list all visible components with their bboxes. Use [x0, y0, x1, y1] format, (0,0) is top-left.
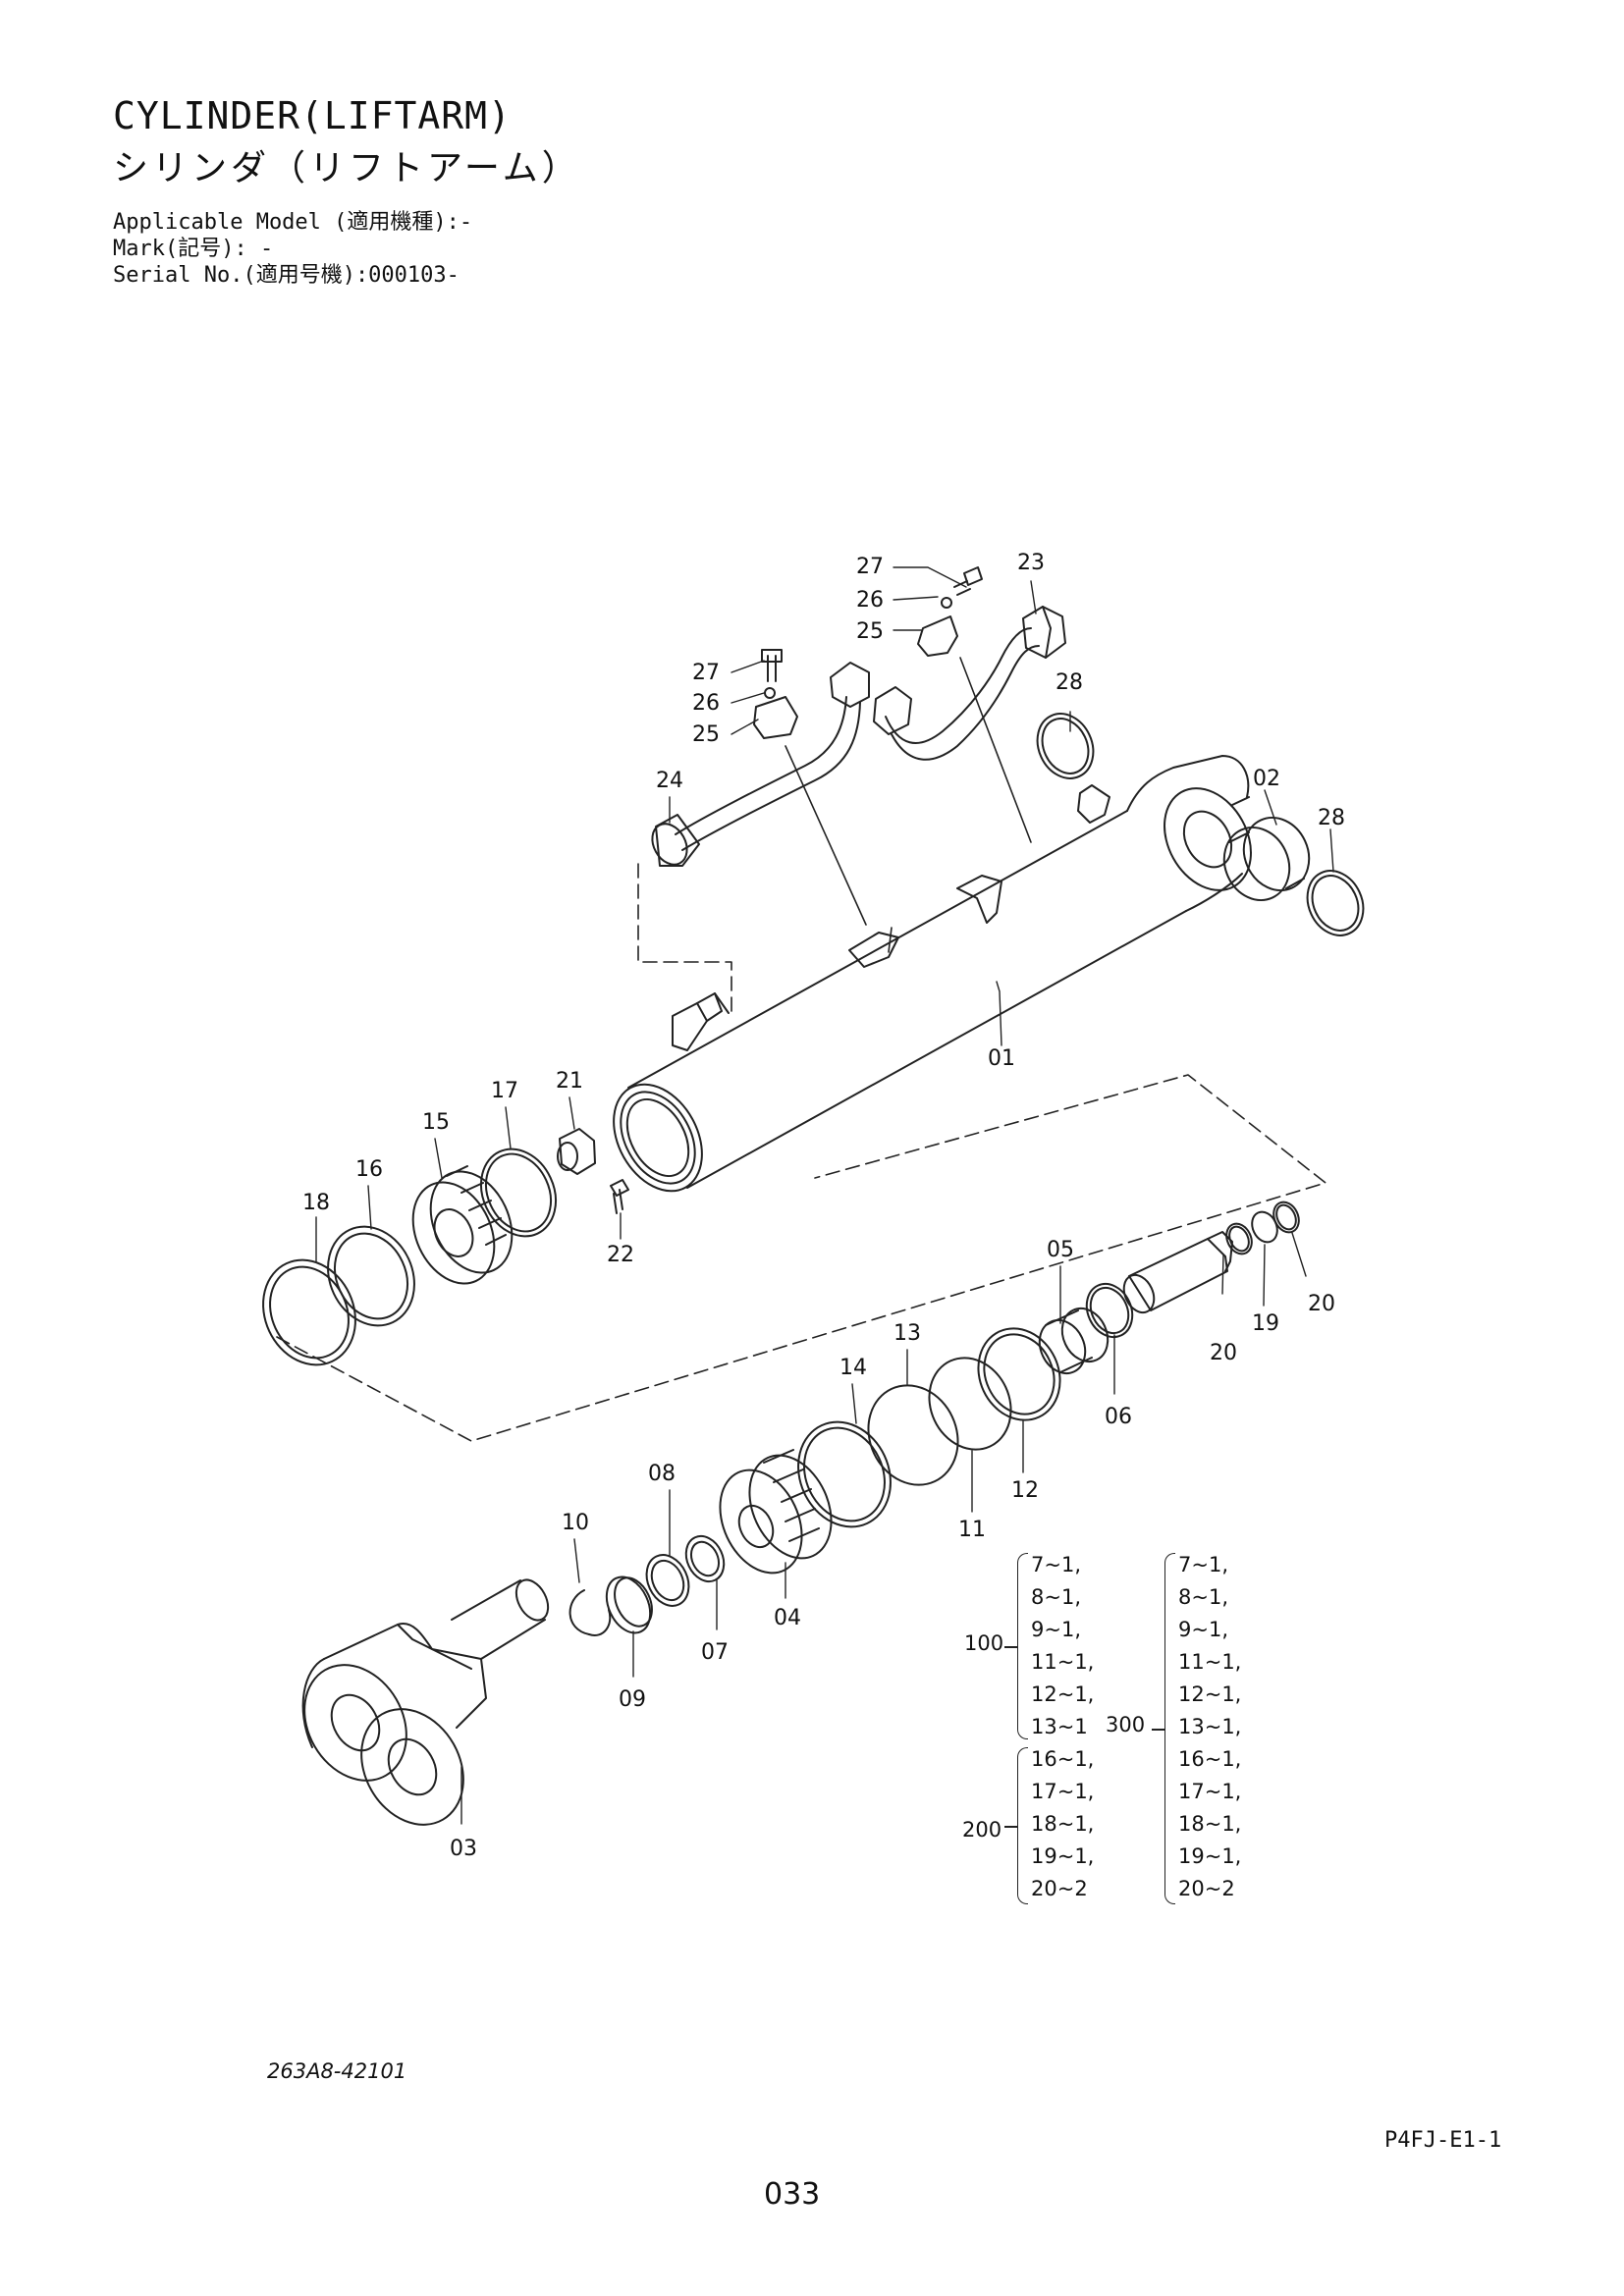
kit-200-brace	[1004, 1747, 1028, 1904]
callout-07: 07	[701, 1640, 729, 1665]
callout-03: 03	[450, 1837, 477, 1861]
kit-300-item: 7~1,	[1178, 1553, 1228, 1576]
serial-number: Serial No.(適用号機):000103-	[113, 263, 460, 288]
title-english: CYLINDER(LIFTARM)	[113, 94, 512, 137]
callout-11: 11	[958, 1518, 986, 1542]
kit-300-item: 16~1,	[1178, 1747, 1242, 1771]
callout-23: 23	[1017, 551, 1045, 575]
callout-24: 24	[656, 769, 683, 793]
applicable-model: Applicable Model (適用機種):-	[113, 210, 473, 235]
callout-09: 09	[619, 1687, 646, 1712]
kit-300-item: 9~1,	[1178, 1618, 1228, 1641]
title-japanese: シリンダ（リフトアーム）	[113, 148, 581, 188]
kit-300-item: 13~1,	[1178, 1715, 1242, 1738]
callout-02: 02	[1253, 767, 1280, 791]
kit-300-item: 11~1,	[1178, 1650, 1242, 1674]
assembly-outline	[276, 863, 1326, 1442]
callout-04: 04	[774, 1606, 801, 1630]
kit-200-item: 16~1,	[1031, 1747, 1095, 1771]
kit-100-item: 13~1	[1031, 1715, 1088, 1738]
clamp-bolts	[753, 566, 983, 739]
callout-27-upper: 27	[856, 555, 884, 579]
kit-100-brace	[1004, 1553, 1028, 1739]
cylinder-tube-part	[613, 755, 1252, 1193]
kit-100-item: 7~1,	[1031, 1553, 1081, 1576]
hydraulic-pipes	[651, 606, 1066, 953]
callout-26-upper: 26	[856, 588, 884, 613]
callout-17: 17	[491, 1079, 518, 1103]
rod-side-seals	[797, 1201, 1300, 1528]
kit-300-item: 18~1,	[1178, 1812, 1242, 1836]
callout-19: 19	[1252, 1311, 1279, 1336]
mark-info: Mark(記号): -	[113, 237, 274, 261]
kit-200-item: 20~2	[1031, 1877, 1088, 1900]
kit-300-item: 17~1,	[1178, 1780, 1242, 1803]
kit-100-item: 9~1,	[1031, 1618, 1081, 1641]
kit-300-item: 20~2	[1178, 1877, 1235, 1900]
callout-20-right: 20	[1308, 1292, 1335, 1316]
kit-100-item: 11~1,	[1031, 1650, 1095, 1674]
callout-01: 01	[988, 1046, 1015, 1071]
kit-100-item: 8~1,	[1031, 1585, 1081, 1609]
callout-08: 08	[648, 1462, 676, 1486]
callout-28-upper: 28	[1056, 670, 1083, 695]
callout-13: 13	[893, 1321, 921, 1346]
callout-20-left: 20	[1210, 1341, 1237, 1365]
callout-06: 06	[1105, 1405, 1132, 1429]
kit-300-item: 8~1,	[1178, 1585, 1228, 1609]
sheet-code: P4FJ-E1-1	[1384, 2128, 1502, 2153]
kit-300-list: 7~1, 8~1, 9~1, 11~1, 12~1, 13~1, 16~1, 1…	[1178, 1549, 1241, 1905]
callout-14: 14	[839, 1356, 867, 1380]
kit-100-item: 12~1,	[1031, 1682, 1095, 1706]
kit-200-item: 18~1,	[1031, 1812, 1095, 1836]
page-number: 033	[764, 2177, 821, 2212]
callout-26-lower: 26	[692, 691, 720, 716]
callout-labels: 27 26 25 23 27 26 25 28 24 02 28 01 21 1…	[302, 551, 1345, 1861]
callout-05: 05	[1047, 1238, 1074, 1262]
callout-28-lower: 28	[1318, 806, 1345, 830]
kit-300-brace	[1152, 1553, 1175, 1904]
callout-22: 22	[607, 1243, 634, 1267]
kit-200-id: 200	[962, 1818, 1002, 1842]
orings-bushing	[1036, 713, 1365, 936]
callout-16: 16	[355, 1157, 383, 1182]
kit-200-item: 17~1,	[1031, 1780, 1095, 1803]
kit-300-item: 12~1,	[1178, 1682, 1242, 1706]
cylinder-head-group	[262, 1128, 629, 1366]
callout-15: 15	[422, 1110, 450, 1135]
kit-300-item: 19~1,	[1178, 1844, 1242, 1868]
callout-27-lower: 27	[692, 661, 720, 685]
kit-300-id: 300	[1106, 1713, 1146, 1736]
callout-21: 21	[556, 1069, 583, 1094]
callout-10: 10	[562, 1511, 589, 1535]
callout-25-lower: 25	[692, 722, 720, 747]
kit-200-item: 19~1,	[1031, 1844, 1095, 1868]
drawing-number: 263A8-42101	[267, 2059, 407, 2083]
callout-18: 18	[302, 1191, 330, 1215]
piston-rod-clevis	[301, 1578, 550, 1826]
kit-100-list: 7~1, 8~1, 9~1, 11~1, 12~1, 13~1	[1031, 1549, 1094, 1743]
callout-12: 12	[1011, 1478, 1039, 1503]
piston-group	[568, 1449, 833, 1636]
leader-lines	[315, 566, 1334, 1825]
kit-200-list: 16~1, 17~1, 18~1, 19~1, 20~2	[1031, 1743, 1094, 1905]
kit-100-id: 100	[964, 1631, 1004, 1655]
callout-25-upper: 25	[856, 619, 884, 644]
